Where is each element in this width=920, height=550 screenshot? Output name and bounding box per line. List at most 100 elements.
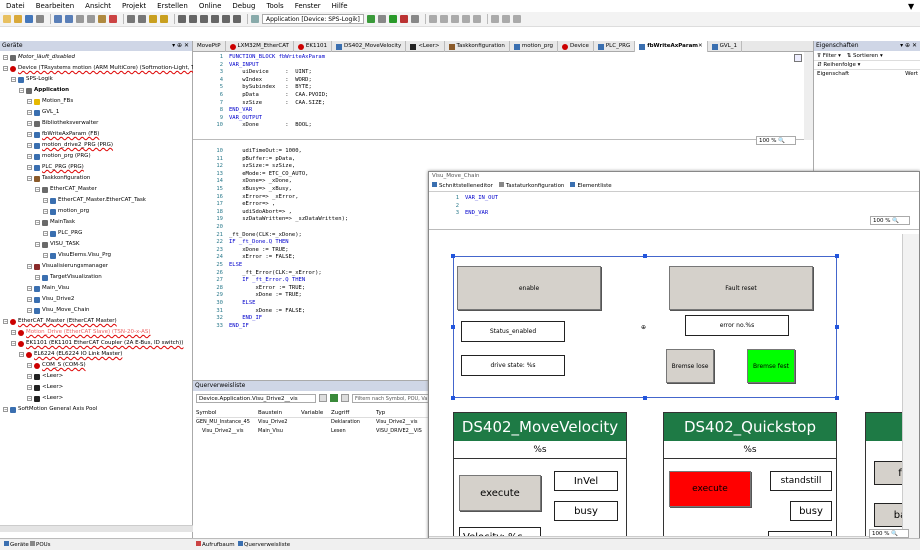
step-out-icon[interactable]: [450, 15, 459, 23]
code-line[interactable]: 14 xDone=> _xDone,: [193, 178, 813, 185]
menu-item-1[interactable]: Bearbeiten: [35, 2, 75, 10]
quickstop-execute-button[interactable]: execute: [669, 471, 751, 507]
check-icon[interactable]: [222, 15, 230, 23]
bookmark-icon[interactable]: [149, 15, 157, 23]
tree-node[interactable]: −EL6224 (EL6224 IO Link Master): [19, 350, 122, 359]
pin-icon[interactable]: ▼: [908, 2, 915, 11]
code-line[interactable]: 12 szSize:= szSize,: [193, 163, 813, 170]
tree-node[interactable]: −SPS-Logik: [11, 75, 53, 84]
expand-icon[interactable]: −: [27, 396, 32, 401]
code-line[interactable]: 17 eError=> ,: [193, 201, 813, 208]
tree-node[interactable]: −Visu_Drive2: [27, 295, 74, 304]
editor-tab[interactable]: MovePtP: [193, 41, 226, 52]
keyboard-config-tab[interactable]: Tastaturkonfiguration: [498, 181, 564, 191]
expand-icon[interactable]: −: [35, 220, 40, 225]
menu-item-6[interactable]: Debug: [232, 2, 256, 10]
tree-node[interactable]: −PLC_PRG (PRG): [27, 163, 84, 172]
tree-node[interactable]: −motion_prg: [43, 207, 89, 216]
filter-button[interactable]: Filter: [822, 53, 837, 59]
code-line[interactable]: 7 szSize : CAA.SIZE;: [193, 100, 813, 107]
expand-icon[interactable]: −: [11, 330, 16, 335]
tree-node[interactable]: −EtherCAT_Master.EtherCAT_Task: [43, 196, 146, 205]
code-line[interactable]: 13 eMode:= ETC_CO_AUTO,: [193, 171, 813, 178]
code-line[interactable]: 11 pBuffer:= pData,: [193, 156, 813, 163]
code-line[interactable]: 28 xError := TRUE;: [193, 285, 813, 292]
code-line[interactable]: 26 _ft_Error(CLK:=_xError);: [193, 270, 813, 277]
xref-column-header[interactable]: Symbol: [196, 410, 217, 416]
expand-icon[interactable]: −: [27, 264, 32, 269]
xref-path-input[interactable]: Device.Application.Visu_Drive2__vis: [196, 394, 316, 403]
login-icon[interactable]: [366, 15, 375, 23]
find-icon[interactable]: [127, 15, 135, 23]
bookmark-next-icon[interactable]: [160, 15, 168, 23]
tree-node[interactable]: −Bibliotheksverwalter: [27, 119, 98, 128]
expand-icon[interactable]: −: [27, 286, 32, 291]
tree-node[interactable]: −MainTask: [35, 218, 75, 227]
tree-node[interactable]: −COM_S (COM-S): [27, 361, 86, 370]
menu-item-7[interactable]: Tools: [266, 2, 284, 10]
tree-node[interactable]: −Device (TRsystems motion (ARM MultiCore…: [3, 64, 212, 73]
tree-node[interactable]: −EtherCAT_Master: [35, 185, 97, 194]
editor-tab[interactable]: Taskkonfiguration: [445, 41, 510, 52]
code-line[interactable]: 10 udiTimeOut:= 1000,: [193, 148, 813, 155]
editor-tab[interactable]: DS402_MoveVelocity: [332, 41, 407, 52]
devices-bottom-tab[interactable]: Geräte: [4, 541, 29, 548]
menu-item-8[interactable]: Fenster: [294, 2, 321, 10]
tree-node[interactable]: −Visu_Move_Chain: [27, 306, 89, 315]
editor-tab[interactable]: motion_prg: [510, 41, 559, 52]
declaration-vscrollbar[interactable]: [804, 52, 813, 140]
start-icon[interactable]: [388, 15, 397, 23]
tree-node[interactable]: −EK1101 (EK1101 EtherCAT Coupler (2A E-B…: [11, 339, 183, 348]
close-icon[interactable]: ✕: [698, 43, 703, 49]
run-to-cursor-icon[interactable]: [461, 15, 470, 23]
cut-icon[interactable]: [76, 15, 84, 23]
code-line[interactable]: 31 xDone := FALSE;: [193, 308, 813, 315]
interface-editor-tab[interactable]: Schnittstelleneditor: [432, 181, 493, 191]
expand-icon[interactable]: −: [27, 308, 32, 313]
xref-filter-input[interactable]: Filtern nach Symbol, POU, Va: [352, 394, 429, 403]
print-icon[interactable]: [36, 15, 44, 23]
step-into-icon[interactable]: [439, 15, 448, 23]
tree-node[interactable]: −fbWriteAxParam (FB): [27, 130, 99, 139]
visu-canvas[interactable]: ⊕ enable Fault reset Status_enabled erro…: [429, 234, 919, 543]
breakpoint-icon[interactable]: [472, 15, 481, 23]
code-line[interactable]: 23 xDone := TRUE;: [193, 247, 813, 254]
expand-icon[interactable]: −: [3, 407, 8, 412]
paste-icon[interactable]: [98, 15, 106, 23]
device-icon[interactable]: [251, 15, 259, 23]
clean-icon[interactable]: [200, 15, 208, 23]
expand-icon[interactable]: −: [27, 132, 32, 137]
expand-icon[interactable]: −: [19, 352, 24, 357]
canvas-zoom-selector[interactable]: 100 % 🔍: [869, 529, 909, 538]
expand-icon[interactable]: −: [11, 341, 16, 346]
visu-vscrollbar[interactable]: [902, 234, 919, 543]
code-line[interactable]: 6 pData : CAA.PVOID;: [193, 92, 813, 99]
code-line[interactable]: 30 ELSE: [193, 300, 813, 307]
tree-node[interactable]: −<Leer>: [27, 383, 63, 392]
expand-icon[interactable]: −: [27, 176, 32, 181]
options-icon[interactable]: [233, 15, 241, 23]
code-line[interactable]: 29 xDone := TRUE;: [193, 292, 813, 299]
new-icon[interactable]: [3, 15, 11, 23]
xref-column-header[interactable]: Baustein: [258, 410, 283, 416]
tree-node[interactable]: −Taskkonfiguration: [27, 174, 90, 183]
tree-node[interactable]: −motion_drive2_PRG (PRG): [27, 141, 113, 150]
sort-button[interactable]: Sortieren: [853, 53, 879, 59]
logout-icon[interactable]: [377, 15, 386, 23]
expand-icon[interactable]: −: [35, 187, 40, 192]
menu-item-4[interactable]: Erstellen: [157, 2, 188, 10]
pous-bottom-tab[interactable]: POUs: [30, 541, 51, 548]
expand-icon[interactable]: −: [43, 209, 48, 214]
tree-node[interactable]: −TargetVisualization: [35, 273, 102, 282]
enable-button[interactable]: enable: [457, 266, 601, 310]
code-line[interactable]: 19 szDataWritten=> _szDataWritten);: [193, 216, 813, 223]
expand-icon[interactable]: −: [19, 88, 24, 93]
expand-icon[interactable]: −: [27, 374, 32, 379]
